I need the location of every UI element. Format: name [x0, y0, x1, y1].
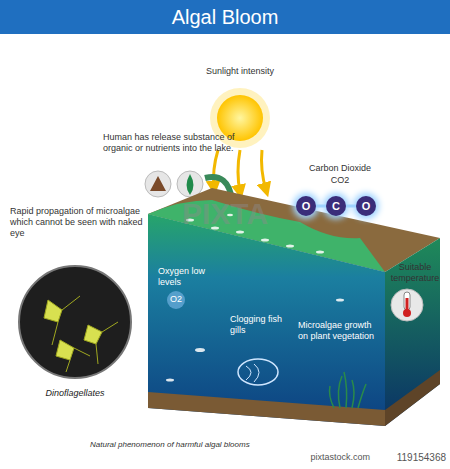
atom-text: C	[332, 200, 340, 212]
o2-label: O2	[166, 294, 186, 305]
atom-text: O	[362, 200, 371, 212]
nutrient-label: Human has release substance of organic o…	[103, 132, 238, 154]
atom-circle: C	[326, 196, 346, 216]
caption-text: Natural phenomenon of harmful algal bloo…	[90, 440, 250, 450]
watermark-id: 119154368	[372, 452, 446, 464]
atom-circle: O	[296, 196, 316, 216]
title-text: Algal Bloom	[172, 6, 279, 29]
dinoflagellates-label: Dinoflagellates	[25, 388, 125, 399]
co2-formula: CO2	[300, 175, 380, 186]
watermark: PIXTA	[150, 196, 300, 232]
bond-line	[346, 205, 356, 208]
dinoflagellate-view	[19, 266, 131, 378]
watermark-site: pixtastock.com	[290, 452, 370, 463]
title-bar: Algal Bloom	[0, 0, 450, 34]
co2-label: Carbon Dioxide	[300, 163, 380, 174]
vegetation-label: Microalgae growth on plant vegetation	[298, 320, 382, 342]
gills-label: Clogging fish gills	[230, 314, 290, 336]
oxygen-label: Oxygen low levels	[158, 266, 220, 288]
lake-block	[148, 188, 440, 426]
thermometer-icon	[391, 289, 423, 321]
atom-circle: O	[356, 196, 376, 216]
atom-text: O	[302, 200, 311, 212]
sunlight-label: Sunlight intensity	[180, 66, 300, 77]
temperature-label: Suitable temperature	[382, 262, 448, 284]
microalgae-label: Rapid propagation of microalgae which ca…	[10, 206, 150, 238]
bond-line	[316, 205, 326, 208]
